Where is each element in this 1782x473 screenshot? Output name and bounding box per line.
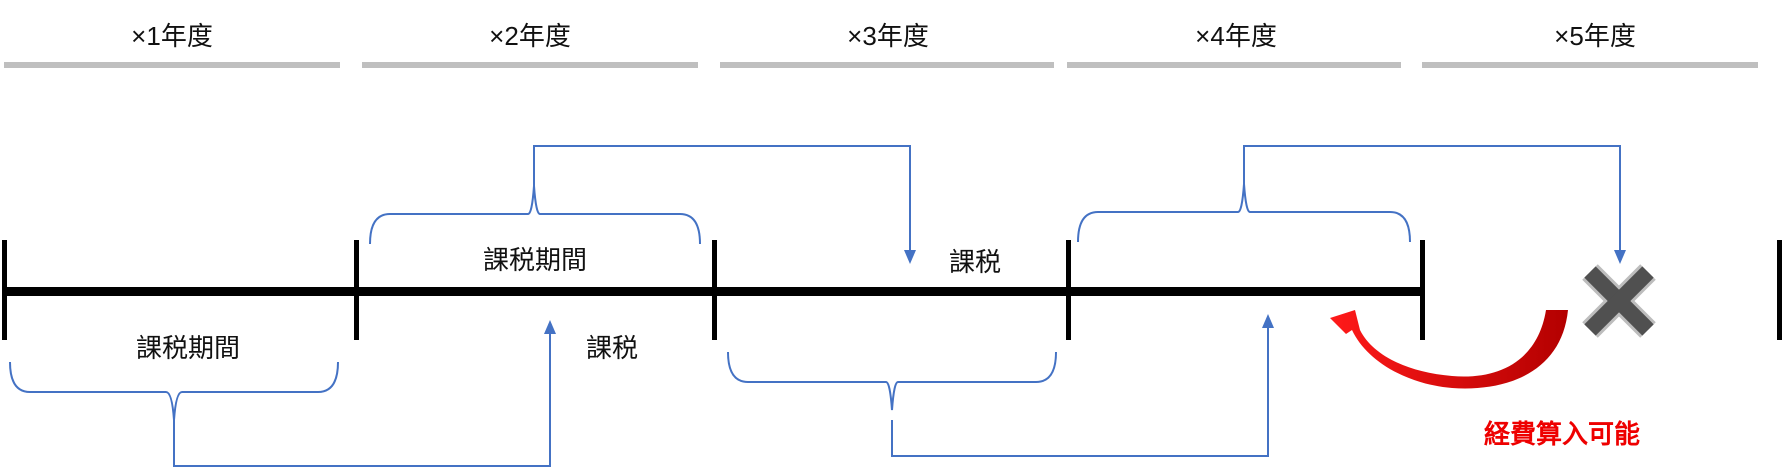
connectors bbox=[9, 145, 1621, 467]
bracket-period-3 bbox=[727, 351, 1057, 411]
year-label-2: ×2年度 bbox=[489, 21, 571, 51]
timeline-tick-2 bbox=[354, 240, 359, 340]
bracket-period-1 bbox=[9, 361, 339, 421]
arrowhead-1 bbox=[544, 320, 556, 334]
timeline-tick-1 bbox=[2, 240, 7, 340]
year-label-1: ×1年度 bbox=[131, 21, 213, 51]
connector-3 bbox=[891, 324, 1269, 457]
connector-arrowheads bbox=[544, 250, 1626, 334]
year-label-5: ×5年度 bbox=[1554, 21, 1636, 51]
year-bar-5 bbox=[1422, 62, 1758, 68]
year-bars bbox=[4, 62, 1758, 68]
connector-1 bbox=[173, 330, 551, 467]
expense-label: 経費算入可能 bbox=[1483, 419, 1641, 449]
curved-arrow-icon bbox=[1330, 310, 1568, 389]
connector-4 bbox=[1243, 145, 1621, 252]
timeline-tick-5 bbox=[1420, 240, 1425, 340]
arrowhead-3 bbox=[1262, 314, 1274, 328]
bracket-period-2 bbox=[369, 185, 701, 245]
year-bar-4 bbox=[1067, 62, 1401, 68]
timeline-tick-6 bbox=[1777, 240, 1782, 340]
arrowhead-4 bbox=[1614, 250, 1626, 264]
bracket-period-4 bbox=[1077, 183, 1411, 243]
connector-2 bbox=[533, 145, 911, 254]
year-bar-3 bbox=[720, 62, 1054, 68]
year-label-3: ×3年度 bbox=[847, 21, 929, 51]
tax-label-3: 課税 bbox=[948, 247, 1002, 277]
year-bar-2 bbox=[362, 62, 698, 68]
timeline-tick-4 bbox=[1066, 240, 1071, 340]
tax-label-2: 課税 bbox=[585, 333, 639, 363]
timeline-tick-3 bbox=[712, 240, 717, 340]
year-label-4: ×4年度 bbox=[1195, 21, 1277, 51]
year-bar-1 bbox=[4, 62, 340, 68]
arrowhead-2 bbox=[904, 250, 916, 264]
period-label-1: 課税期間 bbox=[135, 333, 241, 363]
period-label-2: 課税期間 bbox=[482, 245, 588, 275]
timeline bbox=[2, 240, 1782, 340]
cross-icon bbox=[1582, 264, 1656, 338]
